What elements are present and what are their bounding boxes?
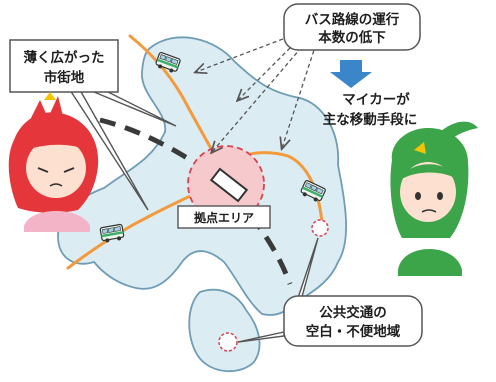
arrow-down-icon <box>330 60 372 88</box>
callout-hub-area: 拠点エリア <box>177 205 271 229</box>
callout-sparse-town: 薄く広がった 市街地 <box>9 39 119 93</box>
transit-gap-line1: 公共交通の <box>319 304 387 321</box>
callout-car-main: マイカーが 主な移動手段に <box>323 91 418 128</box>
person-red-hair <box>8 92 99 232</box>
pin-icon <box>218 332 238 352</box>
sparse-town-line2: 市街地 <box>44 69 85 86</box>
bus-decline-arrows <box>196 33 317 152</box>
bus-route-north <box>128 34 224 170</box>
bus-decline-line1: バス路線の運行 <box>305 11 400 28</box>
sparse-town-line1: 薄く広がった <box>24 49 105 66</box>
bus-decline-line2: 本数の低下 <box>318 29 386 46</box>
car-main-line1: マイカーが <box>342 91 410 108</box>
hub-area-label: 拠点エリア <box>194 210 254 225</box>
car-main-line2: 主な移動手段に <box>323 111 418 128</box>
person-green-hair <box>390 121 478 276</box>
rail-line <box>99 117 293 285</box>
south-district <box>188 288 261 373</box>
callout-bus-decline: バス路線の運行 本数の低下 <box>283 3 421 51</box>
callout-transit-gap: 公共交通の 空白・不便地域 <box>283 295 423 347</box>
transit-gap-line2: 空白・不便地域 <box>306 323 401 340</box>
pin-icon <box>311 219 329 237</box>
station-icon <box>209 167 249 203</box>
